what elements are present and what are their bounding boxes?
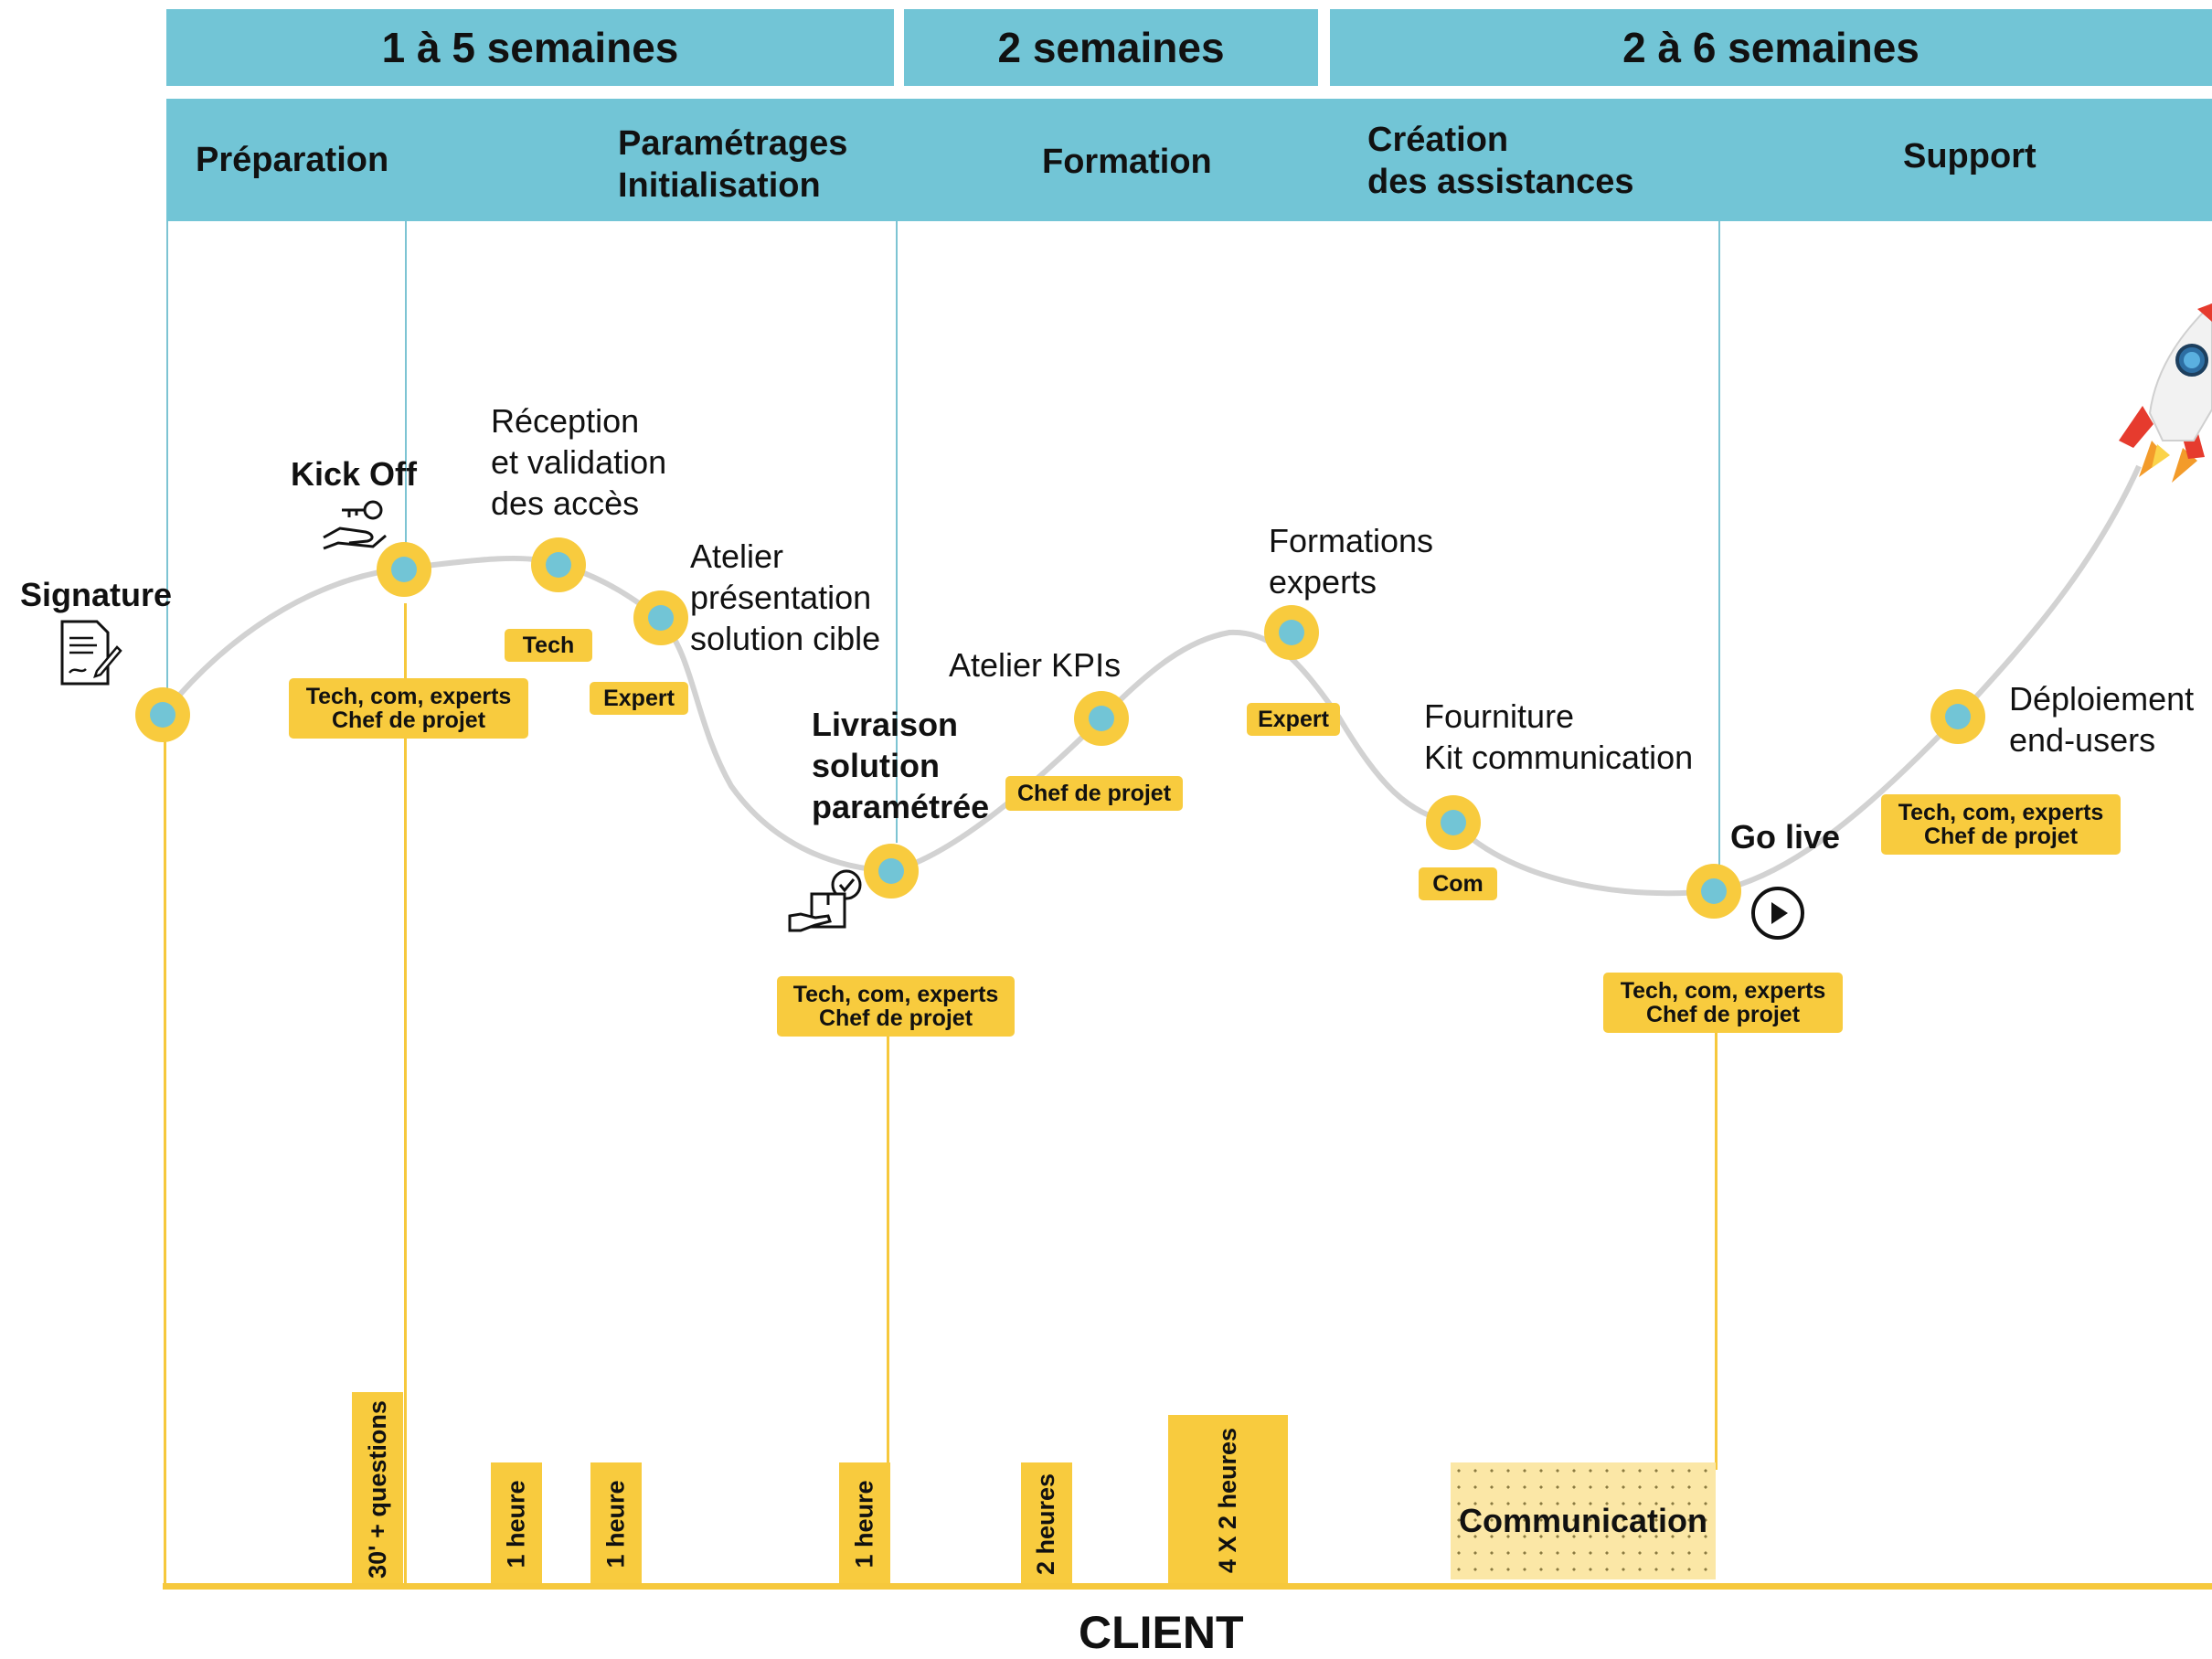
badge-team-line1: Tech, com, experts <box>1898 800 2104 825</box>
duration-2-weeks: 2 semaines <box>904 9 1318 86</box>
label-signature: Signature <box>20 576 173 613</box>
label-fourniture: Fourniture Kit communication <box>1424 696 1693 778</box>
client-bar-label: 1 heure <box>601 1480 630 1569</box>
client-bar: 1 heure <box>491 1462 542 1586</box>
rocket-icon <box>2119 303 2212 483</box>
communication-label: Communication <box>1458 1502 1707 1539</box>
badge-team-line1: Tech, com, experts <box>1620 978 1826 1004</box>
badge-team: Tech, com, experts Chef de projet <box>777 976 1015 1037</box>
client-bar-label: 1 heure <box>502 1480 530 1569</box>
client-bar: 1 heure <box>590 1462 642 1586</box>
label-atelier-line2: présentation <box>690 579 872 616</box>
phase-creation-line2: des assistances <box>1367 163 1634 201</box>
node-livraison <box>864 844 919 899</box>
label-livraison-line2: solution <box>812 747 940 784</box>
badge-team-line2: Chef de projet <box>331 707 486 733</box>
client-bar-label: 30' + questions <box>363 1399 391 1579</box>
node-signature <box>135 687 190 742</box>
label-deploiement-line1: Déploiement <box>2009 680 2195 718</box>
label-reception: Réception et validation des accès <box>491 400 666 524</box>
client-bar-label: 2 heures <box>1032 1473 1060 1576</box>
connector-line <box>164 740 166 1586</box>
client-bar-label: 1 heure <box>850 1480 878 1569</box>
phase-creation-line1: Création <box>1367 121 1509 159</box>
separator-line <box>166 221 168 717</box>
badge-team-line2: Chef de projet <box>1645 1002 1801 1027</box>
client-baseline <box>163 1583 2212 1590</box>
label-deploiement: Déploiement end-users <box>2009 678 2194 760</box>
badge-tech: Tech <box>505 629 592 662</box>
phase-parametrages-line1: Paramétrages <box>618 124 848 163</box>
phase-preparation: Préparation <box>196 141 389 179</box>
label-kickoff: Kick Off <box>291 455 418 493</box>
duration-1-5-weeks: 1 à 5 semaines <box>166 9 894 86</box>
label-formations: Formations experts <box>1269 520 1433 602</box>
phase-formation: Formation <box>1042 143 1212 181</box>
label-atelier: Atelier présentation solution cible <box>690 536 880 659</box>
duration-2-6-weeks: 2 à 6 semaines <box>1330 9 2212 86</box>
label-fourniture-line1: Fourniture <box>1424 697 1575 735</box>
label-reception-line3: des accès <box>491 484 640 522</box>
delivery-box-check-icon <box>788 869 862 932</box>
badge-team: Tech, com, experts Chef de projet <box>289 678 528 739</box>
separator-line <box>896 221 898 843</box>
label-atelier-kpis: Atelier KPIs <box>949 646 1122 684</box>
badge-com: Com <box>1419 867 1497 900</box>
separator-line <box>1718 221 1720 866</box>
node-atelier-kpis <box>1074 691 1129 746</box>
node-atelier <box>633 590 688 645</box>
client-bar: 4 X 2 heures <box>1168 1415 1288 1586</box>
label-golive: Go live <box>1730 818 1841 856</box>
label-atelier-line1: Atelier <box>690 537 784 575</box>
node-kickoff <box>377 542 431 597</box>
client-bar: 2 heures <box>1021 1462 1072 1586</box>
badge-team-line1: Tech, com, experts <box>792 982 999 1007</box>
label-reception-line1: Réception <box>491 402 640 440</box>
label-atelier-line3: solution cible <box>690 620 881 657</box>
connector-line <box>404 603 407 1586</box>
badge-expert: Expert <box>590 682 688 715</box>
node-deploiement <box>1930 689 1985 744</box>
badge-expert: Expert <box>1247 703 1340 736</box>
phase-creation: Création des assistances <box>1367 119 1634 203</box>
badge-team: Tech, com, experts Chef de projet <box>1881 794 2121 855</box>
badge-team: Tech, com, experts Chef de projet <box>1603 973 1843 1033</box>
node-reception <box>531 537 586 592</box>
label-formations-line2: experts <box>1269 563 1377 601</box>
communication-block: Communication <box>1451 1462 1716 1579</box>
label-reception-line2: et validation <box>491 443 667 481</box>
badge-team-line1: Tech, com, experts <box>305 684 512 709</box>
label-livraison-line1: Livraison <box>812 706 959 743</box>
connector-line <box>1715 1031 1717 1470</box>
label-livraison: Livraison solution paramétrée <box>812 704 989 827</box>
client-bar-label: 4 X 2 heures <box>1214 1427 1241 1574</box>
node-formations <box>1264 605 1319 660</box>
badge-team-line2: Chef de projet <box>1923 824 2079 849</box>
phase-parametrages: Paramétrages Initialisation <box>618 122 847 207</box>
client-bar: 30' + questions <box>352 1392 403 1586</box>
client-bar: 1 heure <box>839 1462 890 1586</box>
label-formations-line1: Formations <box>1269 522 1434 559</box>
handshake-key-icon <box>323 500 387 550</box>
play-icon <box>1751 887 1804 940</box>
phase-band <box>166 99 2212 221</box>
label-livraison-line3: paramétrée <box>812 788 990 825</box>
separator-line <box>405 221 407 550</box>
client-label: CLIENT <box>1079 1607 1244 1658</box>
node-golive <box>1686 864 1741 919</box>
phase-support: Support <box>1903 137 2037 175</box>
phase-parametrages-line2: Initialisation <box>618 166 821 205</box>
badge-team-line2: Chef de projet <box>818 1005 973 1031</box>
node-fourniture <box>1426 795 1481 850</box>
connector-line <box>887 1033 889 1586</box>
signature-document-icon <box>60 620 122 686</box>
label-deploiement-line2: end-users <box>2009 721 2156 759</box>
label-fourniture-line2: Kit communication <box>1424 739 1694 776</box>
badge-chef: Chef de projet <box>1005 776 1183 811</box>
